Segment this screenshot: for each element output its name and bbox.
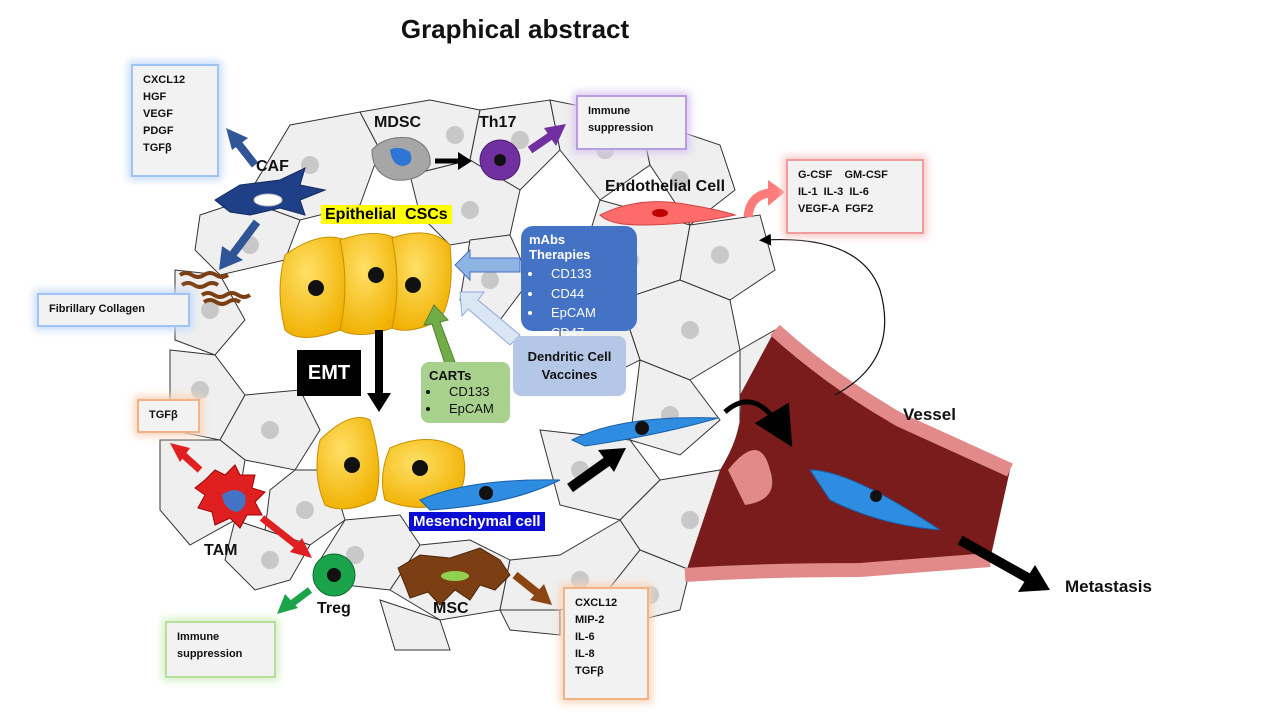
dc-vaccine-text: Vaccines (541, 367, 598, 382)
mabs-title: mAbs Therapies (529, 232, 591, 262)
msc-factor: IL-8 (575, 648, 595, 660)
emt-label: EMT (297, 350, 361, 396)
msc-arrowhead (530, 584, 552, 605)
caf-cell (214, 167, 327, 216)
mdsc-label: MDSC (374, 114, 422, 131)
tam-treg-arrowhead (290, 538, 312, 558)
treg-cell (312, 553, 356, 597)
caf-factor: TGFβ (143, 142, 172, 154)
endothelial-label: Endothelial Cell (605, 178, 726, 195)
treg-arrow (287, 587, 313, 608)
immune-text: suppression (588, 122, 654, 134)
msc-label: MSC (433, 600, 469, 617)
emt-arrowhead (367, 393, 391, 412)
caf-up-arrowhead (226, 128, 248, 150)
msc-factor: IL-6 (575, 631, 595, 643)
immune-suppression-top-box: Immune suppression (576, 95, 687, 150)
intravasation-arrow (723, 399, 793, 448)
epithelial-csc-cluster (279, 232, 452, 338)
mabs-item: CD47 (543, 323, 629, 343)
mabs-item: EpCAM (543, 303, 629, 323)
immune-text: Immune (177, 631, 220, 643)
collagen-text: Fibrillary Collagen (49, 303, 145, 315)
msc-arrow (512, 571, 543, 599)
mesenchymal-cells (419, 417, 719, 511)
endothelial-arrowhead (768, 180, 785, 206)
caf-label: CAF (256, 158, 289, 175)
msc-cell (397, 547, 511, 606)
blood-vessel (684, 324, 1013, 582)
mdsc-th17-arrowhead (458, 152, 472, 170)
mesenchymal-label: Mesenchymal cell (409, 512, 545, 531)
page-title: Graphical abstract (400, 14, 630, 44)
metastasis-arrowhead (1018, 565, 1050, 592)
dc-vaccine-text: Dendritic Cell (527, 349, 612, 364)
carts-box: CARTs CD133 EpCAM (421, 362, 510, 423)
collagen-box: Fibrillary Collagen (37, 293, 190, 327)
immune-suppression-bottom-box: Immune suppression (165, 621, 276, 678)
th17-label: Th17 (479, 114, 517, 131)
migration-arrowhead (598, 448, 626, 472)
collagen-fibers (178, 271, 252, 306)
caf-up-arrow (233, 139, 259, 168)
endothelial-factor: VEGF-A FGF2 (798, 203, 874, 215)
metastasis-arrow (957, 535, 1038, 587)
recirculation-arrow (759, 233, 886, 396)
immune-text: suppression (177, 648, 243, 660)
dendritic-vaccines-box: Dendritic Cell Vaccines (513, 336, 626, 396)
endothelial-cell (599, 201, 737, 226)
mesenchymal-text: Mesenchymal cell (409, 512, 545, 531)
metastasis-label: Metastasis (1065, 577, 1152, 596)
caf-down-arrowhead (219, 246, 243, 270)
endothelial-factor: IL-1 IL-3 IL-6 (798, 186, 869, 198)
msc-factor: MIP-2 (575, 614, 605, 626)
migration-arrow (567, 453, 615, 493)
msc-factor: TGFβ (575, 665, 604, 677)
th17-arrowhead (544, 124, 566, 146)
th17-cell (479, 139, 521, 181)
caf-factor: VEGF (143, 108, 173, 120)
mabs-arrow (454, 248, 521, 282)
carts-item: CD133 (441, 383, 502, 400)
epithelial-csc-text: Epithelial CSCs (321, 205, 452, 224)
treg-label: Treg (317, 600, 351, 617)
caf-factors-box: CXCL12 HGF VEGF PDGF TGFβ (131, 64, 219, 177)
epithelial-csc-label: Epithelial CSCs (321, 205, 452, 224)
th17-arrow (527, 131, 555, 154)
caf-factor: CXCL12 (143, 74, 186, 86)
carts-arrow (423, 304, 456, 365)
mabs-item: CD133 (543, 264, 629, 284)
mabs-therapies-box: mAbs Therapies CD133 CD44 EpCAM CD47 (521, 226, 637, 340)
tam-label: TAM (204, 542, 238, 559)
mabs-item: CD44 (543, 284, 629, 304)
caf-factor: PDGF (143, 125, 174, 137)
tam-cell (194, 464, 266, 529)
caf-down-arrow (226, 219, 261, 261)
vessel-label: Vessel (903, 405, 956, 424)
transitioning-cells (316, 417, 466, 510)
endothelial-factors-box: G-CSF GM-CSF IL-1 IL-3 IL-6 VEGF-A FGF2 (786, 159, 924, 234)
mdsc-cell (371, 137, 431, 181)
dc-vaccine-arrow (459, 291, 521, 346)
circulating-tumor-cell (809, 469, 941, 531)
carts-item: EpCAM (441, 400, 502, 417)
msc-factor: CXCL12 (575, 597, 618, 609)
caf-factor: HGF (143, 91, 167, 103)
endothelial-factor: G-CSF GM-CSF (798, 169, 888, 181)
tam-treg-arrow (259, 515, 303, 551)
tam-factor-box: TGFβ (137, 399, 200, 433)
tam-up-arrowhead (170, 443, 190, 462)
treg-arrowhead (277, 594, 298, 614)
msc-factors-box: CXCL12 MIP-2 IL-6 IL-8 TGFβ (563, 587, 649, 700)
endothelial-arrow (743, 188, 771, 218)
immune-text: Immune (588, 105, 631, 117)
tam-factor: TGFβ (149, 409, 178, 421)
carts-title: CARTs (429, 368, 472, 383)
